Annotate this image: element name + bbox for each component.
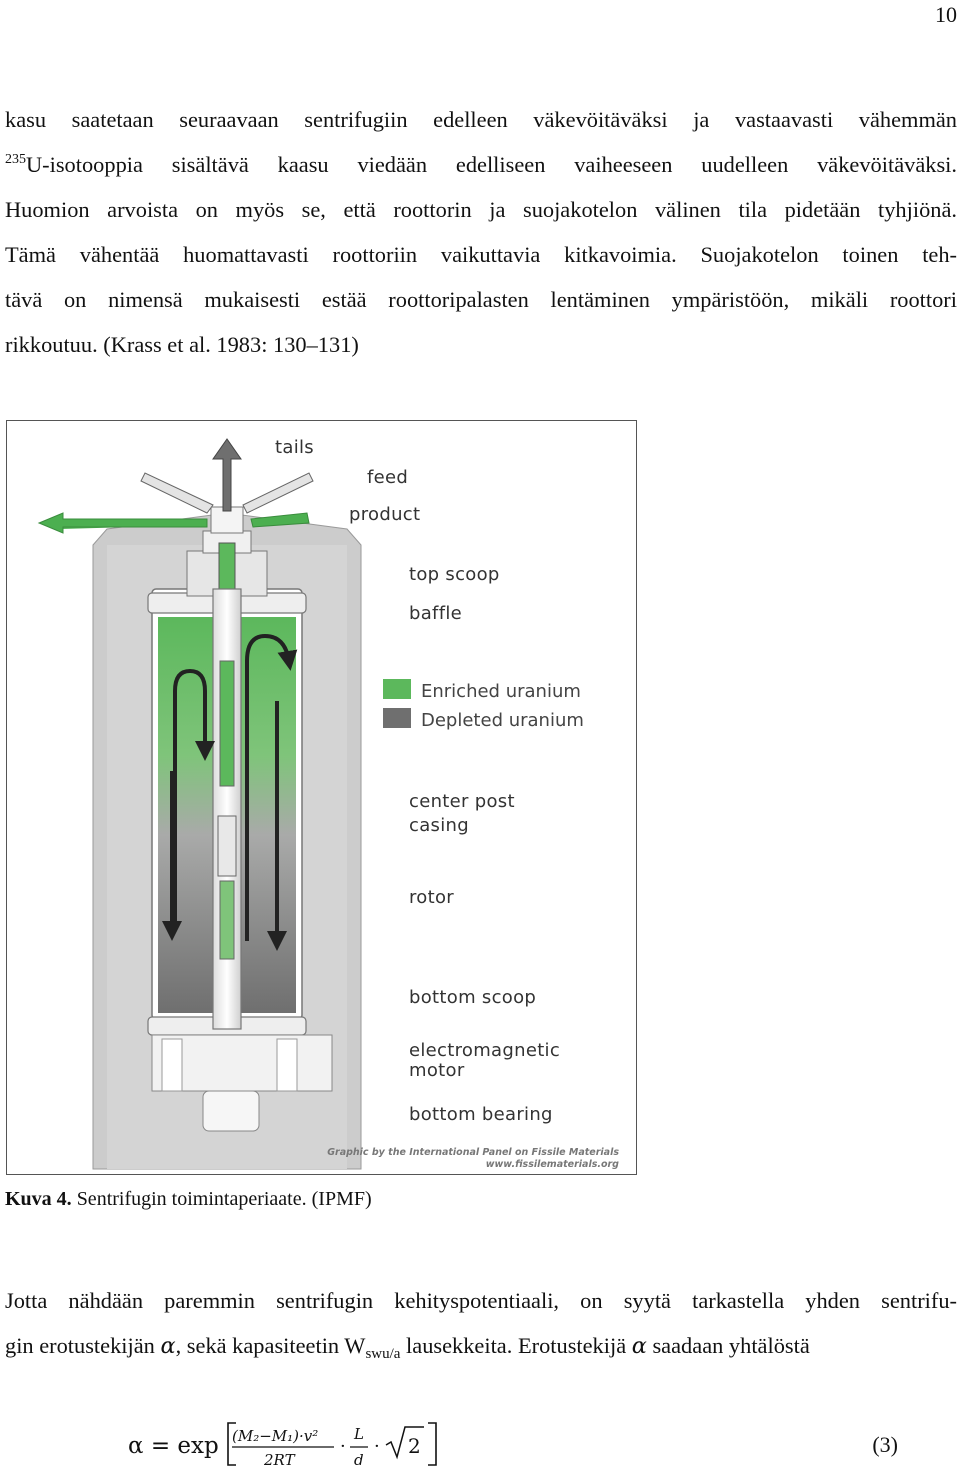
paragraph-line: 235U-isotooppia sisältävä kaasu viedään … [5, 142, 957, 187]
center-post [212, 588, 242, 1030]
motor-assembly [151, 1034, 333, 1132]
alpha-symbol: α [160, 1333, 176, 1359]
isotope-superscript: 235 [5, 152, 26, 167]
paragraph-line-text: U-isotooppia sisältävä kaasu viedään ede… [26, 152, 957, 177]
legend-swatch-depleted [383, 708, 411, 728]
equation-lhs: α = exp [128, 1433, 219, 1459]
legend-label-depleted: Depleted uranium [421, 710, 584, 731]
equation-d: d [354, 1451, 364, 1469]
sqrt-argument: 2 [408, 1434, 421, 1458]
figure-credit-url: www.fissilematerials.org [486, 1159, 619, 1170]
gas-pipes [37, 438, 314, 534]
centrifuge-diagram: tails feed product top scoop baffle cent… [37, 437, 619, 1170]
label-feed: feed [367, 467, 408, 488]
swu-subscript: swu/a [365, 1346, 401, 1362]
equation-numerator: (M₂−M₁)·v² [232, 1427, 318, 1445]
alpha-symbol: α [631, 1333, 647, 1359]
label-bottom-bearing: bottom bearing [409, 1104, 553, 1125]
caption-label: Kuva 4. [5, 1188, 72, 1210]
equation-L: L [353, 1425, 364, 1443]
equation-number: (3) [872, 1432, 898, 1457]
body-paragraph-1: kasu saatetaan seuraavaan sentrifugiin e… [5, 97, 957, 367]
paragraph-text: saadaan yhtälöstä [646, 1333, 810, 1358]
svg-text:·: · [340, 1436, 346, 1457]
paragraph-text: , sekä kapasiteetin W [175, 1333, 366, 1358]
label-product: product [349, 504, 420, 525]
paragraph-line: Jotta nähdään paremmin sentrifugin kehit… [5, 1288, 957, 1313]
page-number: 10 [935, 2, 957, 27]
legend-label-enriched: Enriched uranium [421, 681, 581, 702]
sqrt-sign [385, 1426, 424, 1460]
paragraph-text: lausekkeita. Erotustekijä [400, 1333, 632, 1358]
equation-denominator: 2RT [263, 1451, 296, 1469]
left-bracket [227, 1422, 236, 1466]
label-bottom-scoop: bottom scoop [409, 987, 536, 1008]
legend-swatch-enriched [383, 679, 411, 699]
figure-credit: Graphic by the International Panel on Fi… [327, 1147, 619, 1158]
label-tails: tails [275, 437, 314, 458]
equation-3: α = exp (M₂−M₁)·v² 2RT · L d · 2 [128, 1422, 437, 1469]
figure-caption: Kuva 4. Sentrifugin toimintaperiaate. (I… [5, 1188, 372, 1211]
label-baffle: baffle [409, 603, 462, 624]
svg-text:·: · [374, 1436, 380, 1457]
label-top-scoop: top scoop [409, 564, 500, 585]
caption-text: Sentrifugin toimintaperiaate. (IPMF) [71, 1188, 372, 1210]
label-motor: motor [409, 1060, 465, 1081]
paragraph-line: tävä on nimensä mukaisesti estää roottor… [5, 287, 957, 312]
body-paragraph-2: Jotta nähdään paremmin sentrifugin kehit… [5, 1278, 957, 1369]
centrifuge-figure: tails feed product top scoop baffle cent… [6, 420, 637, 1175]
paragraph-line: rikkoutuu. (Krass et al. 1983: 130–131) [5, 332, 359, 357]
label-center-post: center post [409, 791, 515, 812]
label-electromagnetic: electromagnetic [409, 1040, 560, 1061]
label-rotor: rotor [409, 887, 454, 908]
paragraph-line: kasu saatetaan seuraavaan sentrifugiin e… [5, 107, 957, 132]
paragraph-text: gin erotustekijän [5, 1333, 161, 1358]
paragraph-line: gin erotustekijän α, sekä kapasiteetin W… [5, 1323, 957, 1369]
paragraph-line: Tämä vähentää huomattavasti roottoriin v… [5, 242, 957, 267]
right-bracket [428, 1422, 437, 1466]
label-center-post-casing: casing [409, 815, 469, 836]
paragraph-line: Huomion arvoista on myös se, että rootto… [5, 197, 957, 222]
circulation-arrows [162, 633, 298, 951]
